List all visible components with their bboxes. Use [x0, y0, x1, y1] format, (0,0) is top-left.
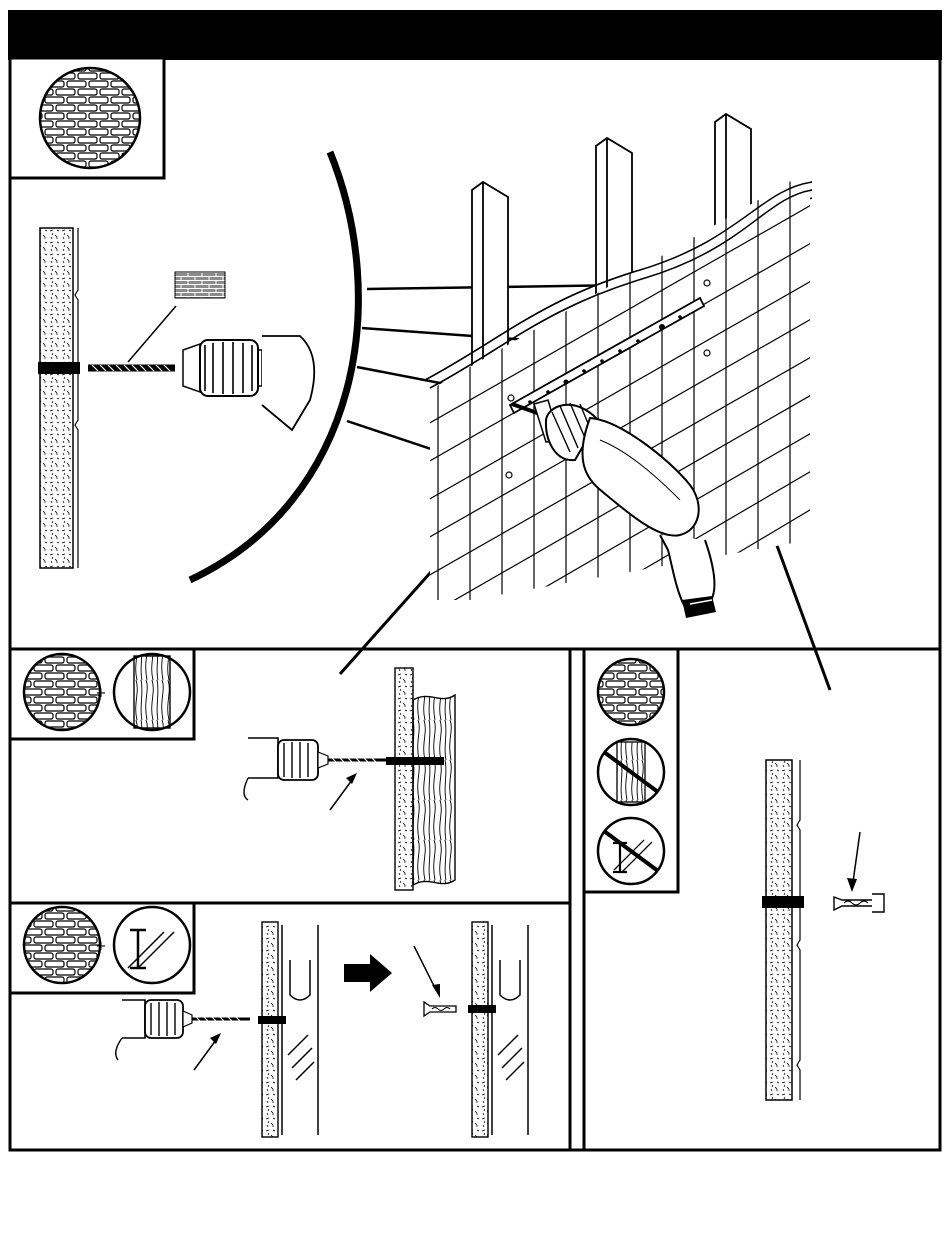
- no-steel-icon: [598, 818, 664, 884]
- plus-sign: +: [96, 939, 107, 954]
- brick-only-panel: [584, 649, 884, 1100]
- brick-steel-panel: +: [10, 903, 528, 1137]
- brick-pattern-icon: [40, 68, 140, 168]
- drilled-hole: [762, 896, 804, 908]
- wall-anchor-icon: [424, 1002, 456, 1016]
- brick-sample-icon: [175, 272, 225, 298]
- anchor-in-hole: [468, 1005, 496, 1013]
- pointer-line: [414, 946, 436, 990]
- drilled-hole: [386, 757, 444, 765]
- pointer-line: [128, 306, 176, 362]
- wood-stud-section: [413, 695, 455, 885]
- main-panel: [10, 58, 830, 690]
- brick-wood-panel: +: [10, 649, 455, 890]
- drill-chuck-icon: [183, 336, 314, 430]
- wall-cross-section: [766, 760, 792, 1100]
- wood-grain-icon: [114, 654, 190, 730]
- header-bar: [8, 10, 942, 60]
- wall-cross-section: [472, 922, 488, 1137]
- brick-pattern-icon: [24, 654, 100, 730]
- wall-cross-section: [38, 228, 80, 568]
- wall-anchor-icon: [834, 894, 884, 912]
- steel-i-beam-icon: [114, 907, 190, 983]
- steel-stud-section: [492, 925, 528, 1135]
- no-wood-icon: [598, 739, 664, 805]
- wall-cross-section: [262, 922, 278, 1137]
- pointer-line: [194, 1040, 216, 1070]
- plus-sign: +: [96, 686, 107, 701]
- wall-cross-section: [395, 668, 413, 890]
- drill-chuck-icon: [116, 1000, 250, 1060]
- pointer-line: [853, 832, 860, 882]
- drill-chuck-icon: [244, 738, 386, 800]
- brick-pattern-icon: [598, 659, 664, 725]
- brick-pattern-icon: [24, 907, 100, 983]
- right-arrow-icon: [344, 954, 392, 992]
- drilled-hole: [258, 1016, 286, 1024]
- masonry-drill-bit-icon: [88, 365, 175, 371]
- steel-stud-section: [282, 925, 318, 1135]
- pointer-line: [330, 780, 352, 810]
